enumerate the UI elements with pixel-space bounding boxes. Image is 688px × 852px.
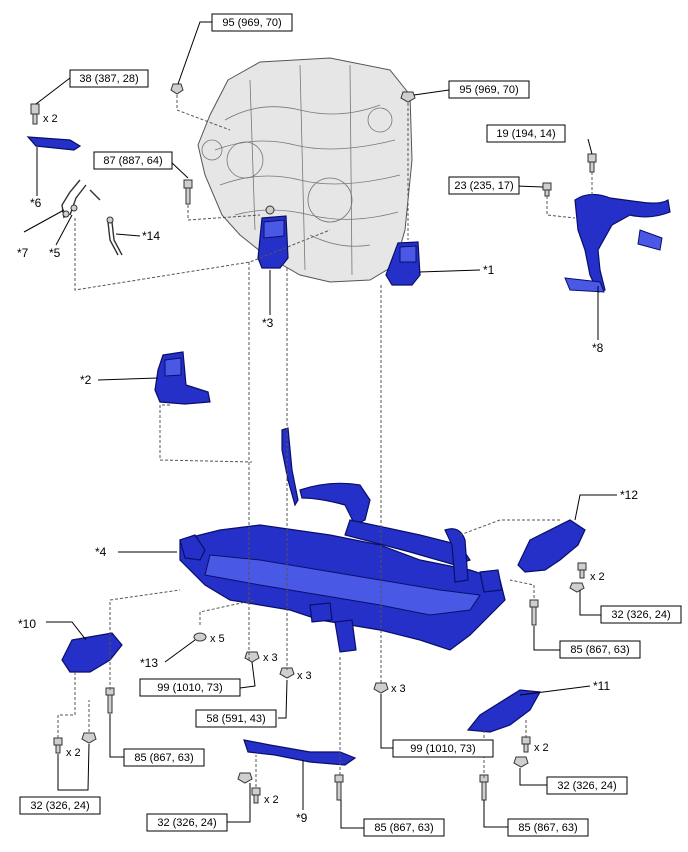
torque-label-32-bottom: 32 (326, 24) [146,813,228,832]
ref-4: *4 [95,545,107,559]
qty-x3-58: x 3 [297,670,312,682]
engine-assembly [197,57,413,283]
bracket-10 [61,632,123,673]
engine-mount-separate [154,351,211,405]
ref-9: *9 [296,811,308,825]
ref-14: *14 [142,229,160,243]
svg-text:85 (867, 63): 85 (867, 63) [570,644,629,656]
svg-text:85 (867, 63): 85 (867, 63) [134,752,193,764]
bracket-6 [26,136,82,151]
leader-lines [23,21,617,829]
svg-text:99 (1010, 73): 99 (1010, 73) [157,682,222,694]
ref-1: *1 [483,263,495,277]
torque-label-95-right: 95 (969, 70) [448,80,530,99]
svg-text:95 (969, 70): 95 (969, 70) [222,17,281,29]
ref-13: *13 [140,656,158,670]
svg-text:32 (326, 24): 32 (326, 24) [611,609,670,621]
torque-label-85-bottom: 85 (867, 63) [363,818,445,837]
bracket-9 [243,739,357,766]
qty-x3-99-center: x 3 [263,652,278,664]
torque-label-99-right: 99 (1010, 73) [392,739,494,758]
engine-mount-right [385,241,421,286]
torque-label-95-top: 95 (969, 70) [211,13,293,32]
torque-label-23: 23 (235, 17) [448,176,520,195]
svg-text:87 (887, 64): 87 (887, 64) [103,155,162,167]
qty-x5: x 5 [210,633,225,645]
svg-text:58 (591, 43): 58 (591, 43) [206,713,265,725]
bracket-11 [466,689,541,733]
torque-label-99-center: 99 (1010, 73) [139,678,241,697]
torque-label-85-left: 85 (867, 63) [123,748,205,767]
bracket-12 [517,519,586,573]
svg-text:95 (969, 70): 95 (969, 70) [459,84,518,96]
ref-2: *2 [80,373,92,387]
alignment-lines [57,95,593,787]
svg-text:32 (326, 24): 32 (326, 24) [557,780,616,792]
qty-x2-10: x 2 [66,747,81,759]
torque-label-32-right-lower: 32 (326, 24) [546,776,628,795]
ref-3: *3 [262,316,274,330]
svg-text:85 (867, 63): 85 (867, 63) [374,822,433,834]
qty-x2-12: x 2 [590,571,605,583]
ref-8: *8 [592,341,604,355]
ref-11: *11 [593,679,610,693]
torque-label-32-right-upper: 32 (326, 24) [600,605,682,624]
torque-label-58: 58 (591, 43) [195,709,277,728]
svg-text:32 (326, 24): 32 (326, 24) [30,800,89,812]
hose-14 [106,216,123,256]
ref-12: *12 [620,488,638,502]
ref-10: *10 [18,617,36,631]
svg-text:32 (326, 24): 32 (326, 24) [157,817,216,829]
qty-x3-99-right: x 3 [391,683,406,695]
svg-text:38 (387, 28): 38 (387, 28) [79,73,138,85]
svg-text:99 (1010, 73): 99 (1010, 73) [410,743,475,755]
torque-label-85-right-upper: 85 (867, 63) [559,640,641,659]
wire-harness-8 [564,193,671,293]
ref-5: *5 [49,246,61,260]
torque-label-85-right-lower: 85 (867, 63) [507,818,589,837]
qty-x2-11: x 2 [534,742,549,754]
torque-label-38: 38 (387, 28) [69,69,149,88]
svg-text:85 (867, 63): 85 (867, 63) [518,822,577,834]
ref-6: *6 [30,196,42,210]
engine-mount-left [257,205,289,269]
qty-x2-9: x 2 [264,794,279,806]
torque-label-19: 19 (194, 14) [486,124,566,143]
svg-text:19 (194, 14): 19 (194, 14) [496,128,555,140]
subframe-4 [179,427,506,653]
hose-assembly-7 [61,179,101,219]
svg-text:23 (235, 17): 23 (235, 17) [454,180,513,192]
qty-x2-38: x 2 [43,113,58,125]
torque-label-87: 87 (887, 64) [93,151,173,170]
ref-7: *7 [17,246,29,260]
torque-label-32-left: 32 (326, 24) [19,796,101,815]
